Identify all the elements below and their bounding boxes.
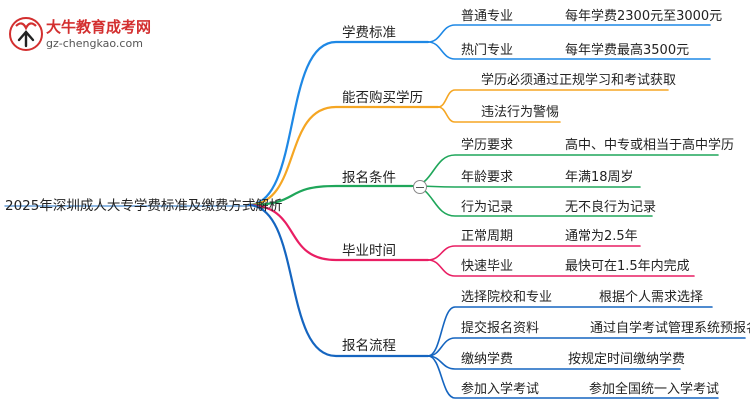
node-proc-choose-value[interactable]: 根据个人需求选择 bbox=[599, 290, 704, 305]
node-tuition-popular-value[interactable]: 每年学费最高3500元 bbox=[565, 43, 690, 58]
node-req-record-value[interactable]: 无不良行为记录 bbox=[565, 200, 657, 215]
node-req-age-value[interactable]: 年满18周岁 bbox=[565, 170, 634, 185]
node-grad-fast[interactable]: 快速毕业 bbox=[461, 259, 514, 274]
branch-connector-0 bbox=[246, 40, 430, 207]
branch-connector-3 bbox=[246, 203, 430, 262]
child-connector-3-1 bbox=[427, 259, 695, 277]
child-connector-2-1 bbox=[411, 185, 641, 188]
node-degree-legal[interactable]: 学历必须通过正规学习和考试获取 bbox=[481, 73, 677, 88]
node-grad-normal[interactable]: 正常周期 bbox=[461, 229, 514, 244]
node-req-age[interactable]: 年龄要求 bbox=[461, 170, 514, 185]
child-connector-1-1 bbox=[437, 106, 561, 123]
root-topic: 2025年深圳成人大专学费标准及缴费方式解析 bbox=[5, 198, 283, 214]
site-logo: 大牛教育成考网 gz-chengkao.com bbox=[8, 12, 168, 60]
node-grad-normal-value[interactable]: 通常为2.5年 bbox=[565, 229, 638, 244]
node-tuition-regular[interactable]: 普通专业 bbox=[461, 9, 514, 24]
bull-logo-icon bbox=[9, 17, 43, 51]
child-connector-3-0 bbox=[427, 245, 641, 261]
branch-process[interactable]: 报名流程 bbox=[342, 338, 396, 354]
child-connector-1-0 bbox=[437, 89, 669, 108]
node-proc-pay-value[interactable]: 按规定时间缴纳学费 bbox=[568, 352, 686, 367]
node-proc-choose[interactable]: 选择院校和专业 bbox=[461, 290, 553, 305]
node-req-record[interactable]: 行为记录 bbox=[461, 200, 514, 215]
collapse-toggle[interactable] bbox=[413, 180, 427, 194]
branch-requirements[interactable]: 报名条件 bbox=[342, 170, 396, 186]
node-req-education-value[interactable]: 高中、中专或相当于高中学历 bbox=[565, 138, 735, 153]
branch-connector-2 bbox=[246, 184, 414, 207]
child-connector-0-0 bbox=[427, 24, 711, 43]
node-proc-submit-value[interactable]: 通过自学考试管理系统预报名 bbox=[590, 321, 750, 336]
branch-connector-4 bbox=[246, 203, 430, 358]
node-proc-exam-value[interactable]: 参加全国统一入学考试 bbox=[589, 382, 720, 397]
node-tuition-regular-value[interactable]: 每年学费2300元至3000元 bbox=[565, 9, 723, 24]
node-grad-fast-value[interactable]: 最快可在1.5年内完成 bbox=[565, 259, 690, 274]
node-req-education[interactable]: 学历要求 bbox=[461, 138, 514, 153]
child-connector-4-3 bbox=[427, 355, 719, 399]
node-proc-pay[interactable]: 缴纳学费 bbox=[461, 352, 514, 367]
logo-site-url: gz-chengkao.com bbox=[46, 37, 143, 50]
node-degree-warning[interactable]: 违法行为警惕 bbox=[481, 105, 560, 120]
branch-buy-degree[interactable]: 能否购买学历 bbox=[342, 90, 423, 106]
node-tuition-popular[interactable]: 热门专业 bbox=[461, 43, 514, 58]
branch-graduation[interactable]: 毕业时间 bbox=[342, 243, 396, 259]
child-connector-4-0 bbox=[427, 306, 713, 357]
branch-tuition[interactable]: 学费标准 bbox=[342, 25, 396, 41]
node-proc-submit[interactable]: 提交报名资料 bbox=[461, 321, 540, 336]
child-connector-4-1 bbox=[427, 337, 746, 357]
child-connector-0-1 bbox=[427, 41, 711, 60]
branch-connector-1 bbox=[246, 105, 440, 207]
logo-site-name: 大牛教育成考网 bbox=[46, 18, 152, 36]
node-proc-exam[interactable]: 参加入学考试 bbox=[461, 382, 540, 397]
